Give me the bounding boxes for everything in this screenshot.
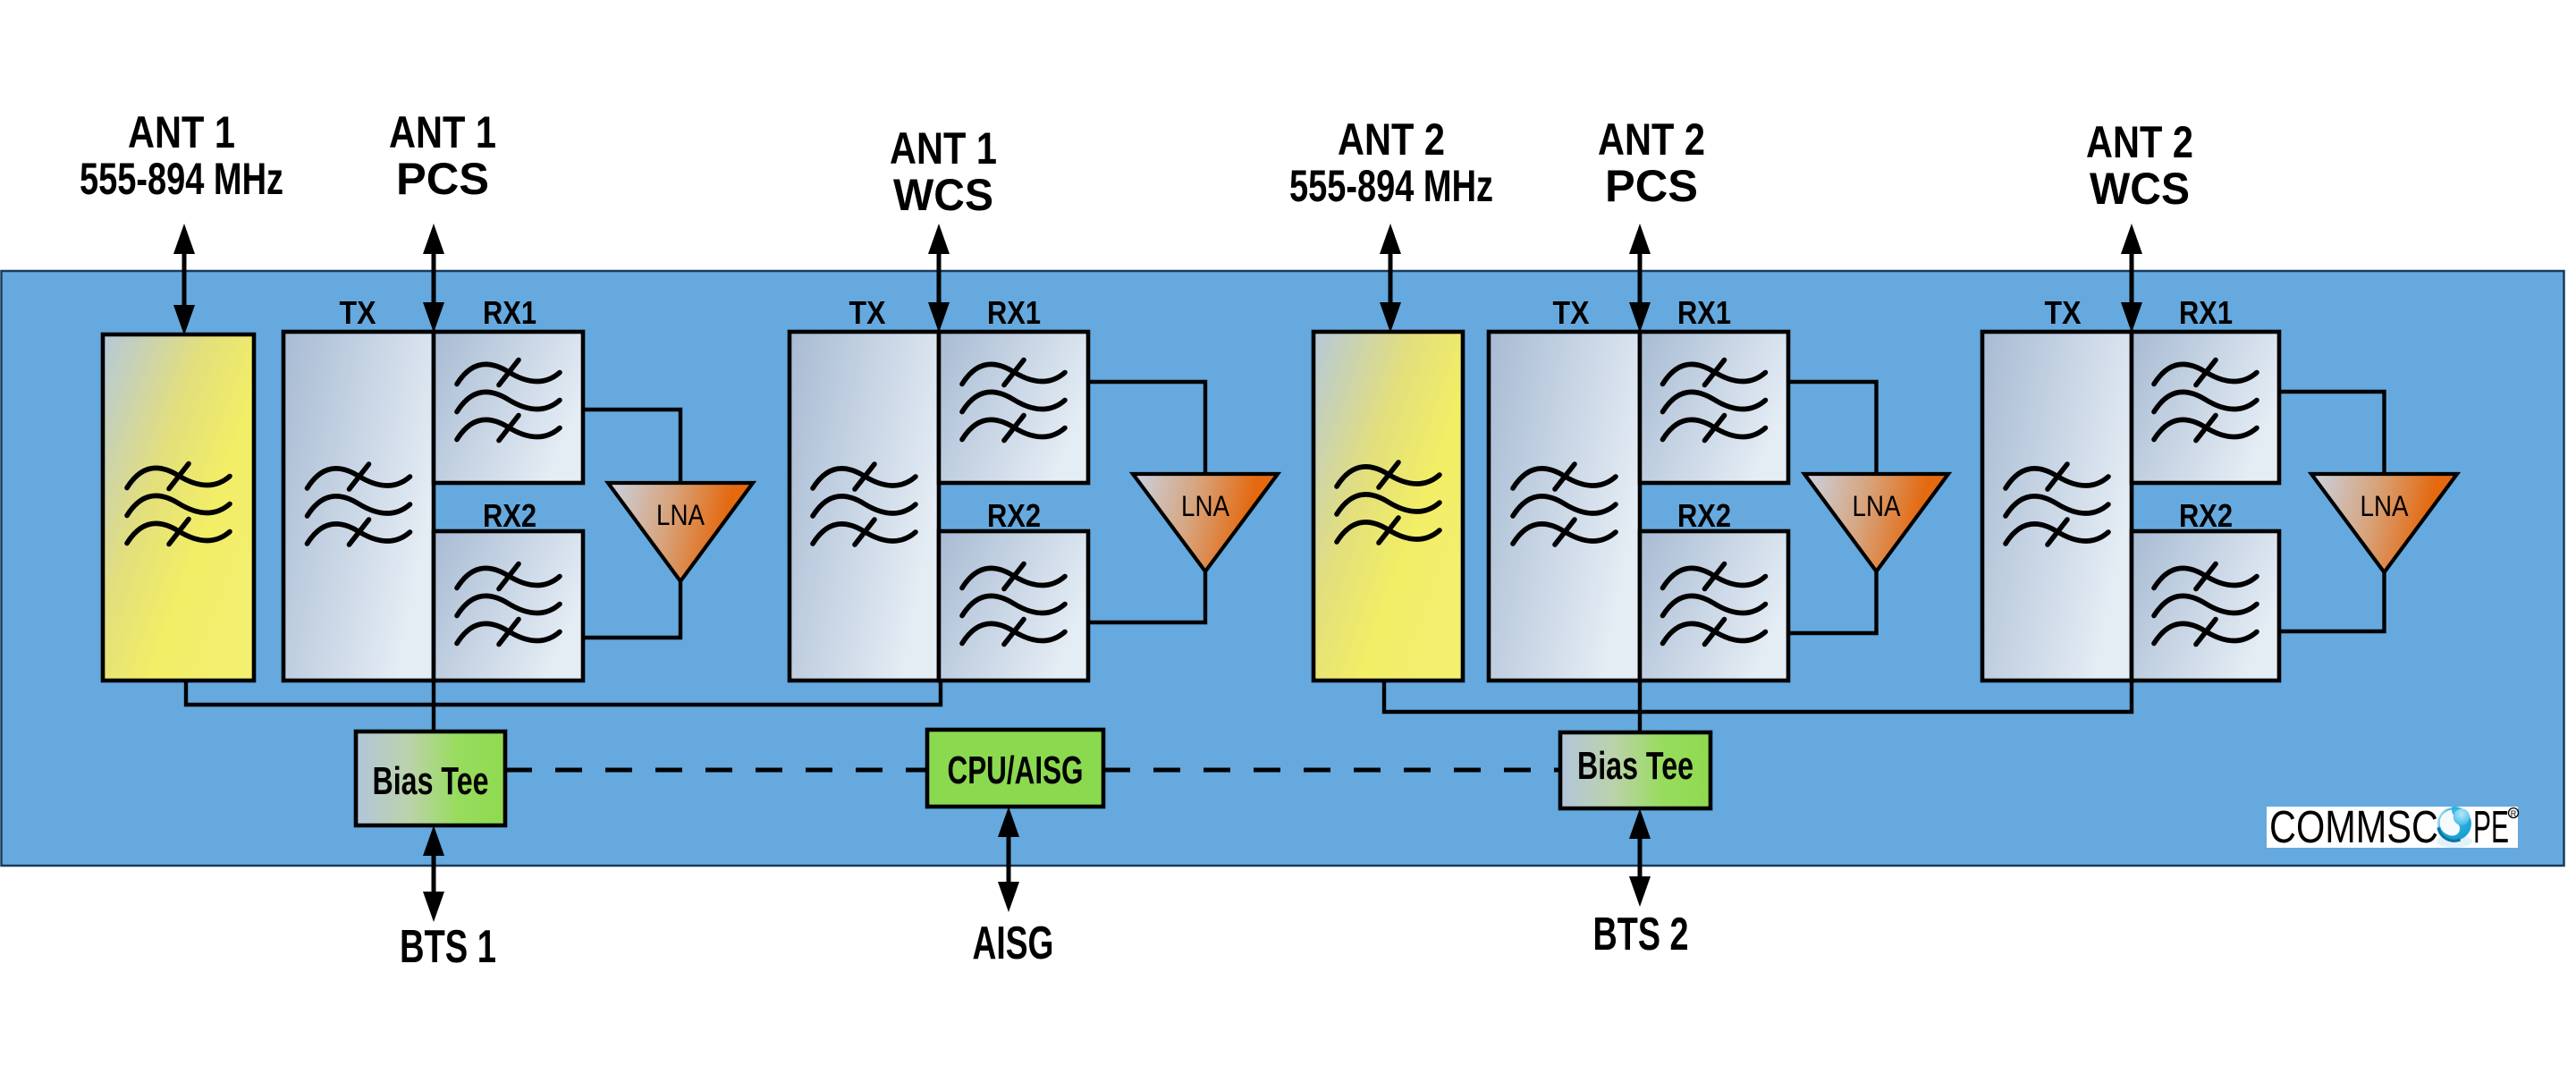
svg-text:Bias Tee: Bias Tee xyxy=(1577,744,1693,788)
svg-text:BTS 1: BTS 1 xyxy=(400,921,496,973)
svg-text:CPU/AISG: CPU/AISG xyxy=(948,748,1084,792)
svg-text:PCS: PCS xyxy=(396,154,489,204)
svg-text:TX: TX xyxy=(2045,294,2082,331)
svg-text:LNA: LNA xyxy=(1853,490,1902,522)
svg-text:LNA: LNA xyxy=(656,499,705,531)
svg-text:TX: TX xyxy=(1553,294,1590,331)
svg-text:TX: TX xyxy=(849,294,886,331)
svg-text:ANT 2: ANT 2 xyxy=(1338,114,1445,165)
svg-text:RX1: RX1 xyxy=(483,294,536,331)
svg-text:Bias Tee: Bias Tee xyxy=(373,759,489,803)
svg-text:ANT 1: ANT 1 xyxy=(128,107,235,157)
svg-text:RX1: RX1 xyxy=(1677,294,1731,331)
svg-text:RX2: RX2 xyxy=(483,497,536,534)
svg-text:LNA: LNA xyxy=(1181,490,1230,522)
svg-text:ANT 2: ANT 2 xyxy=(1598,114,1705,165)
svg-text:COMMSC: COMMSC xyxy=(2269,801,2438,852)
svg-text:RX2: RX2 xyxy=(987,497,1041,534)
svg-text:RX2: RX2 xyxy=(1677,497,1731,534)
svg-text:ANT 1: ANT 1 xyxy=(389,107,496,157)
svg-text:555-894 MHz: 555-894 MHz xyxy=(1289,161,1493,211)
svg-text:PE: PE xyxy=(2473,801,2509,852)
svg-text:R: R xyxy=(2511,809,2517,818)
svg-text:ANT 2: ANT 2 xyxy=(2086,117,2193,167)
svg-text:PCS: PCS xyxy=(1605,161,1698,211)
svg-text:WCS: WCS xyxy=(893,170,993,220)
svg-text:LNA: LNA xyxy=(2361,490,2410,522)
svg-text:WCS: WCS xyxy=(2090,164,2190,214)
svg-text:TX: TX xyxy=(340,294,376,331)
svg-text:ANT 1: ANT 1 xyxy=(890,123,997,173)
svg-text:RX1: RX1 xyxy=(2179,294,2233,331)
svg-text:555-894 MHz: 555-894 MHz xyxy=(80,154,283,204)
svg-text:BTS 2: BTS 2 xyxy=(1593,909,1689,960)
svg-text:RX1: RX1 xyxy=(987,294,1041,331)
svg-text:RX2: RX2 xyxy=(2179,497,2233,534)
svg-text:AISG: AISG xyxy=(973,918,1054,969)
